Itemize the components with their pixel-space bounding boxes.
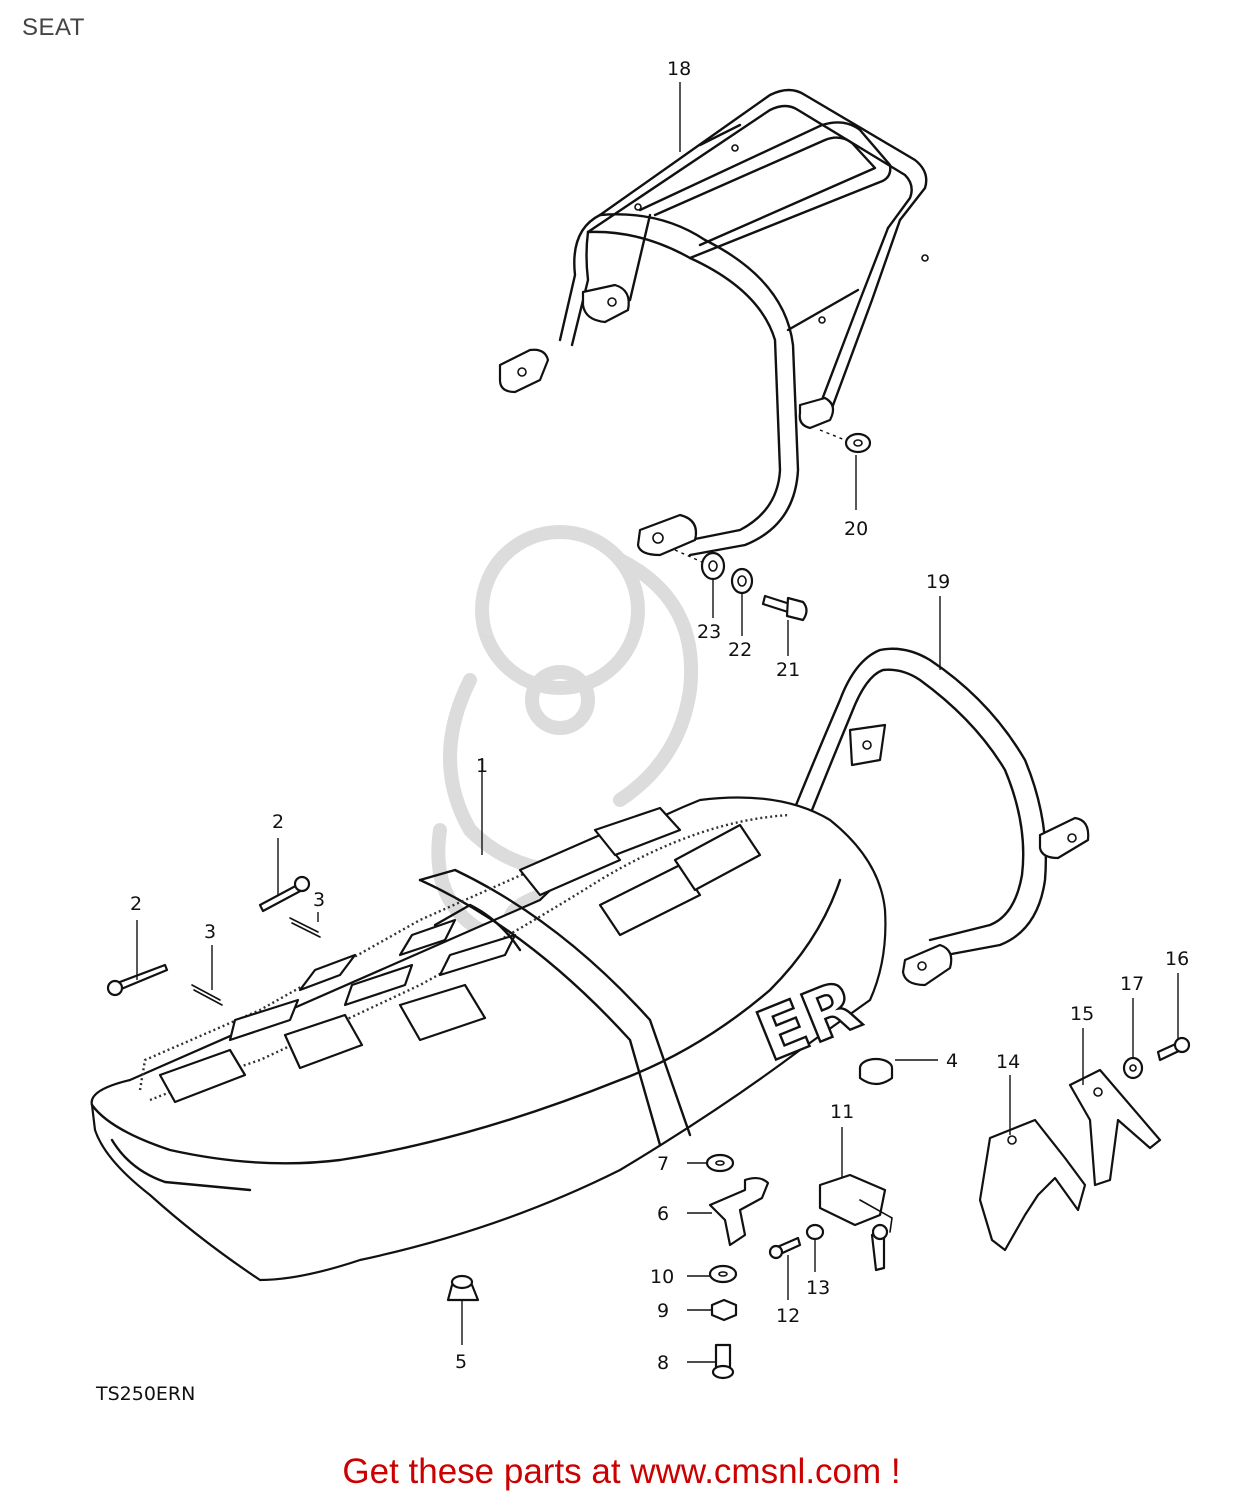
label-2b: 2 bbox=[272, 811, 284, 833]
pin-part-2a[interactable] bbox=[106, 963, 169, 997]
washer-part-20[interactable] bbox=[819, 429, 872, 454]
label-23: 23 bbox=[697, 621, 721, 643]
label-3a: 3 bbox=[204, 921, 216, 943]
label-16: 16 bbox=[1165, 948, 1189, 970]
label-19: 19 bbox=[926, 571, 950, 593]
label-11: 11 bbox=[830, 1101, 854, 1123]
washer-part-13[interactable] bbox=[805, 1223, 825, 1241]
bolt-part-8[interactable] bbox=[711, 1343, 735, 1380]
screw-part-16[interactable] bbox=[1156, 1036, 1191, 1062]
label-10: 10 bbox=[650, 1266, 674, 1288]
label-13: 13 bbox=[806, 1277, 830, 1299]
label-1: 1 bbox=[476, 755, 488, 777]
page-title: SEAT bbox=[22, 14, 85, 41]
screw-part-12[interactable] bbox=[768, 1236, 802, 1260]
seat-part-1[interactable]: ER bbox=[90, 796, 887, 1282]
pin-part-2b[interactable] bbox=[258, 875, 311, 913]
label-22: 22 bbox=[728, 639, 752, 661]
cotter-pin-part-3b[interactable] bbox=[289, 917, 321, 938]
label-17: 17 bbox=[1120, 973, 1144, 995]
label-5: 5 bbox=[455, 1351, 467, 1373]
rear-carrier-part-18[interactable] bbox=[498, 88, 929, 557]
nut-part-9[interactable] bbox=[710, 1298, 738, 1322]
label-14: 14 bbox=[996, 1051, 1020, 1073]
grommet-part-4[interactable] bbox=[858, 1057, 894, 1086]
label-6: 6 bbox=[657, 1203, 669, 1225]
label-8: 8 bbox=[657, 1352, 669, 1374]
label-21: 21 bbox=[776, 659, 800, 681]
label-4: 4 bbox=[946, 1050, 958, 1072]
label-15: 15 bbox=[1070, 1003, 1094, 1025]
label-9: 9 bbox=[657, 1300, 669, 1322]
bolt-part-21[interactable] bbox=[761, 594, 808, 622]
lock-washer-part-22[interactable] bbox=[730, 567, 754, 595]
washer-part-23[interactable] bbox=[674, 549, 726, 581]
label-2a: 2 bbox=[130, 893, 142, 915]
bracket-part-14[interactable] bbox=[978, 1118, 1087, 1252]
bracket-part-15[interactable] bbox=[1068, 1068, 1162, 1187]
washer-part-17[interactable] bbox=[1122, 1056, 1144, 1080]
washer-part-10[interactable] bbox=[708, 1264, 738, 1284]
label-7: 7 bbox=[657, 1153, 669, 1175]
label-18: 18 bbox=[667, 58, 691, 80]
cushion-part-5[interactable] bbox=[446, 1274, 480, 1302]
footer-link[interactable]: Get these parts at www.cmsnl.com ! bbox=[342, 1452, 901, 1491]
washer-part-7[interactable] bbox=[705, 1153, 735, 1173]
part-labels: 18 20 23 22 21 19 1 2 3 2 3 4 5 7 6 10 9… bbox=[95, 58, 1189, 1405]
bracket-part-6[interactable] bbox=[708, 1176, 770, 1247]
label-20: 20 bbox=[844, 518, 868, 540]
leader-lines bbox=[136, 82, 1179, 1363]
model-code: TS250ERN bbox=[95, 1383, 195, 1405]
seat-lock-part-11[interactable] bbox=[818, 1173, 893, 1272]
cotter-pin-part-3a[interactable] bbox=[191, 984, 223, 1006]
label-3b: 3 bbox=[313, 889, 325, 911]
label-12: 12 bbox=[776, 1305, 800, 1327]
